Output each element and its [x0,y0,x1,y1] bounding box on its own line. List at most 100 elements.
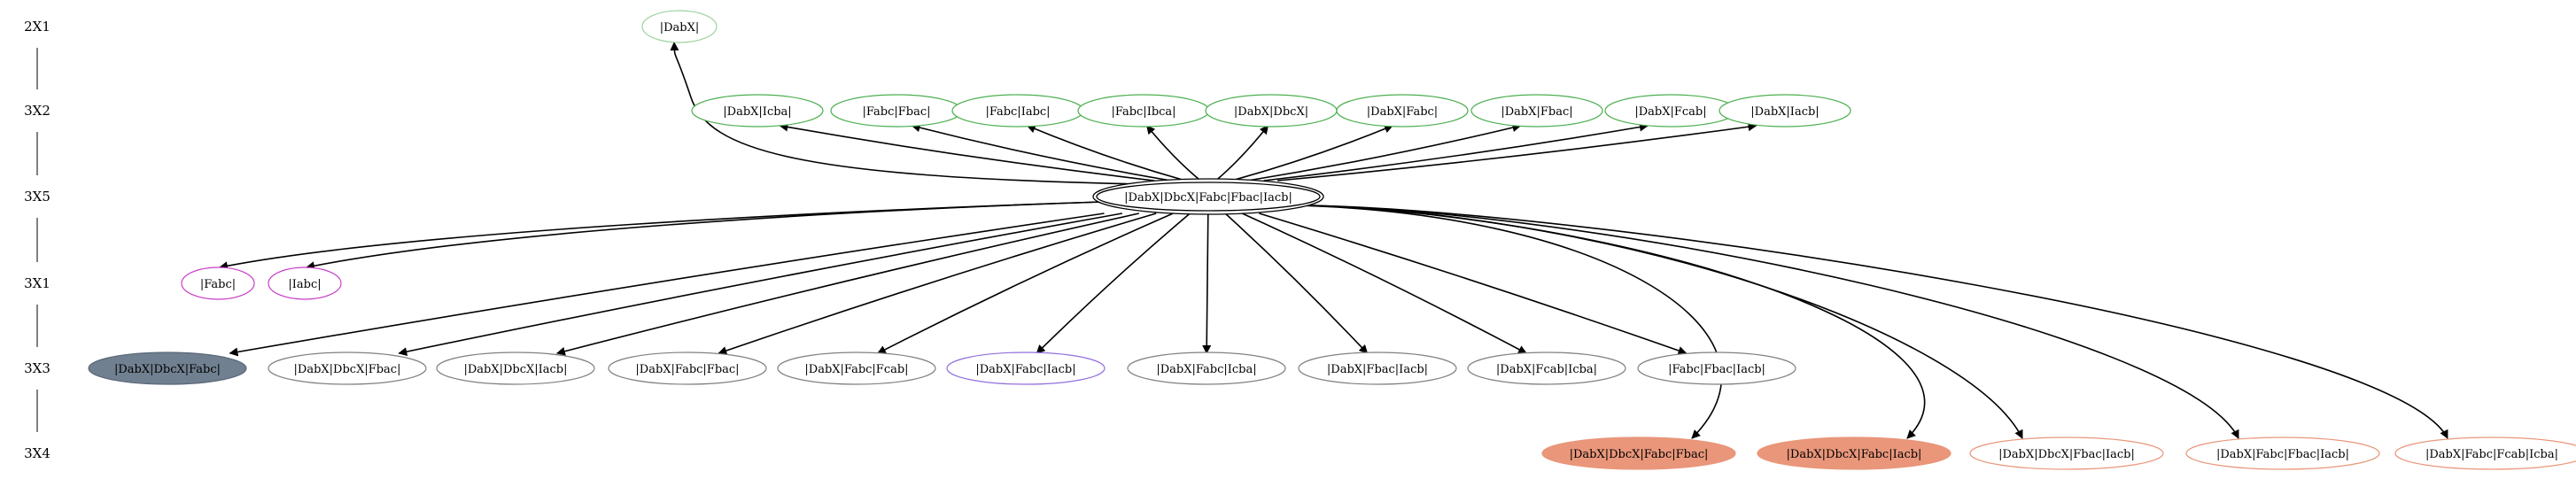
center-node-label: |DabX|DbcX|Fabc|Fbac|Iacb| [1124,191,1292,205]
edge-arrow [1263,122,1649,182]
lattice-node[interactable]: |DabX|Fabc|Fcab| [777,352,936,385]
node-ellipse [88,352,247,385]
edge-arrow [1305,205,2023,439]
lattice-node[interactable]: |DabX|Fbac|Iacb| [1298,352,1457,385]
lattice-node[interactable]: |DabX|Fabc|Fcab|Icba| [2394,437,2576,470]
node-label: |DabX|DbcX|Fabc|Fbac| [1570,448,1709,461]
edge-arrow [1036,212,1191,354]
lattice-node[interactable]: |DabX|DbcX|Fabc| [88,352,247,385]
node-label: |DabX|Fabc|Fbac|Iacb| [2216,448,2349,461]
lattice-node[interactable]: |DabX| [641,10,718,43]
node-label: |DabX|DbcX|Iacb| [463,363,567,376]
lattice-node[interactable]: |DabX|Fbac| [1470,94,1603,127]
node-label: |DabX|Fabc|Fcab| [804,363,908,376]
node-label: |DabX|DbcX| [1234,105,1308,119]
node-ellipse [2394,437,2576,470]
node-label: |DabX|Fabc|Icba| [1156,363,1256,376]
lattice-node[interactable]: |DabX|Fcab| [1604,94,1737,127]
lattice-node[interactable]: |Fabc| [181,267,255,300]
lattice-node[interactable]: |DabX|Fabc|Iacb| [946,352,1106,385]
edge-arrow [1277,122,1757,182]
center-node[interactable]: |DabX|DbcX|Fabc|Fbac|Iacb| [1092,178,1324,215]
lattice-node[interactable]: |DabX|Icba| [691,94,824,127]
node-ellipse [268,267,342,300]
lattice-node[interactable]: |Fabc|Fbac|Iacb| [1637,352,1796,385]
edge-arrow [1247,123,1522,182]
edge-arrow [718,212,1157,355]
node-ellipse [1541,437,1736,470]
lattice-node[interactable]: |DabX|Fabc|Icba| [1127,352,1286,385]
lattice-node[interactable]: |Fabc|Fbac| [830,94,963,127]
node-ellipse [1719,94,1851,127]
edge-arrow [1231,124,1393,182]
edge-arrow [1224,212,1369,354]
rank-label: 3X2 [24,103,50,119]
node-label: |DabX|Iacb| [1750,105,1819,119]
node-ellipse [1336,94,1469,127]
node-label: |DabX|Fabc|Fbac| [635,363,739,376]
lattice-node[interactable]: |DabX|Iacb| [1719,94,1851,127]
lattice-node[interactable]: |Fabc|Iabc| [951,94,1084,127]
lattice-node[interactable]: |DabX|Fabc| [1336,94,1469,127]
lattice-node[interactable]: |DabX|DbcX|Fabc|Fbac| [1541,437,1736,470]
node-label: |DabX|Fbac|Iacb| [1327,363,1428,376]
node-ellipse [436,352,595,385]
lattice-node[interactable]: |DabX|Fcab|Icba| [1467,352,1626,385]
edge-arrow [1146,125,1201,182]
node-ellipse [1298,352,1457,385]
node-label: |DabX|DbcX|Fabc|Iacb| [1787,448,1922,461]
lattice-node[interactable]: |DabX|Fabc|Fbac| [608,352,767,385]
node-ellipse [691,94,824,127]
node-ellipse [777,352,936,385]
center-node-outer-ring [1092,178,1324,215]
node-label: |DabX|Icba| [723,105,791,119]
lattice-node[interactable]: |DabX|DbcX|Fbac|Iacb| [1969,437,2164,470]
lattice-node[interactable]: |DabX|DbcX|Fbac| [268,352,427,385]
lattice-node[interactable]: |Fabc|Ibca| [1077,94,1210,127]
lattice-node[interactable]: |DabX|DbcX|Fabc|Iacb| [1757,437,1951,470]
edge-arrow [1314,205,2448,439]
edge-arrow [779,122,1155,182]
edge-arrow [1026,124,1186,182]
node-label: |DabX|DbcX|Fbac| [294,363,401,376]
node-label: |DabX|Fabc|Iacb| [975,363,1075,376]
edge-arrow [1259,212,1688,355]
node-label: |DabX|DbcX|Fbac|Iacb| [1998,448,2135,461]
edge-arrow [1215,125,1269,182]
edge-arrow [1202,212,1212,354]
rank-label: 2X1 [24,19,50,35]
edge-arrow [398,212,1122,357]
node-label: |DabX|Fabc| [1367,105,1438,119]
node-label: |DabX|DbcX|Fabc| [114,363,221,376]
node-ellipse [608,352,767,385]
edge-arrow [555,212,1139,356]
edge-arrow [219,201,1103,271]
lattice-node[interactable]: |DabX|Fabc|Fbac|Iacb| [2185,437,2380,470]
node-ellipse [1757,437,1951,470]
node-ellipse [946,352,1106,385]
rank-label: 3X1 [24,275,50,291]
rank-label: 3X4 [24,445,50,461]
nodes: |DabX|DbcX|Fabc|Fbac|Iacb| |DabX| |DabX|Ic… [88,10,2576,470]
edge-arrow [911,123,1171,182]
node-ellipse [268,352,427,385]
lattice-node[interactable]: |Iabc| [268,267,342,300]
node-label: |DabX|Fbac| [1501,105,1572,119]
node-label: |Fabc| [200,278,236,291]
rank-label: 3X5 [24,189,50,205]
node-ellipse [1637,352,1796,385]
node-label: |DabX| [660,21,700,35]
node-ellipse [2185,437,2380,470]
node-ellipse [1467,352,1626,385]
lattice-node[interactable]: |DabX|DbcX| [1205,94,1338,127]
node-ellipse [1127,352,1286,385]
edge-arrow [229,212,1105,357]
node-label: |Fabc|Fbac|Iacb| [1668,363,1765,376]
node-label: |Fabc|Fbac| [862,105,930,119]
node-label: |DabX|Fabc|Fcab|Icba| [2425,448,2558,461]
rank-label: 3X3 [24,360,50,376]
node-ellipse [1470,94,1603,127]
edge-arrow [1300,205,1926,439]
lattice-node[interactable]: |DabX|DbcX|Iacb| [436,352,595,385]
